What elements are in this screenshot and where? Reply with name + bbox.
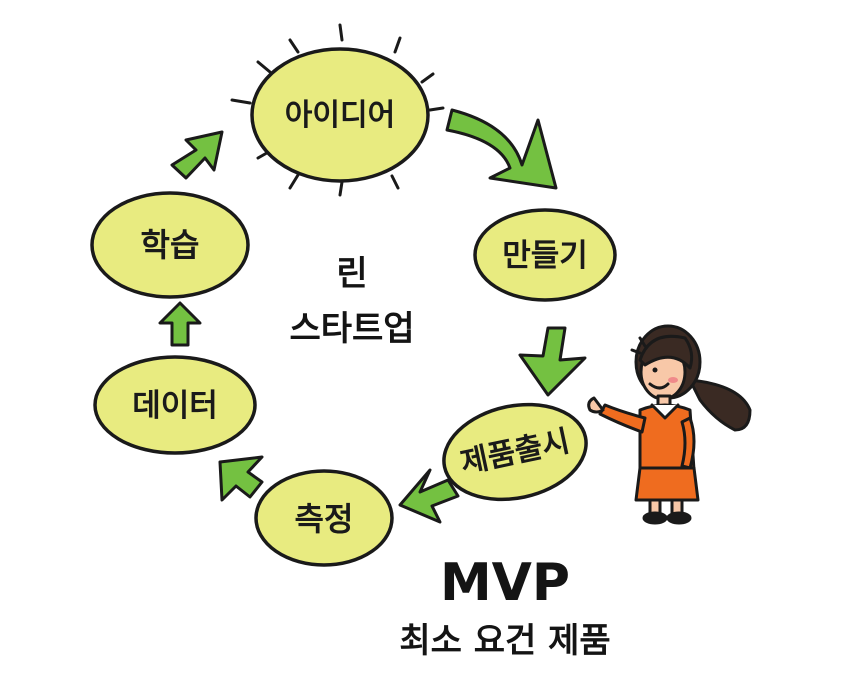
build-bubble [473,208,617,302]
build-label: 만들기 [502,238,588,274]
measure-label: 측정 [295,500,354,538]
data-bubble [93,355,257,455]
measure-bubble [254,469,394,567]
arrow-data-to-learn [158,301,202,347]
center-title-line2: 스타트업 [289,309,414,349]
idea-label: 아이디어 [285,98,395,133]
arrow-measure-to-data [218,455,264,502]
idea-bubble [250,47,430,183]
arrow-build-to-release [518,326,587,397]
learn-bubble [90,191,250,299]
idea-sun-rays [230,23,445,197]
presenter-character [587,324,752,525]
center-title-line1: 린 [336,254,367,294]
mvp-title: MVP [440,553,570,613]
data-label: 데이터 [132,388,218,424]
mvp-subtitle: 최소 요건 제품 [399,621,610,661]
arrow-learn-to-idea [170,130,224,180]
release-bubble [442,402,588,502]
arrow-idea-to-build [445,108,558,190]
arrow-release-to-measure [398,468,460,524]
learn-label: 학습 [141,226,200,264]
